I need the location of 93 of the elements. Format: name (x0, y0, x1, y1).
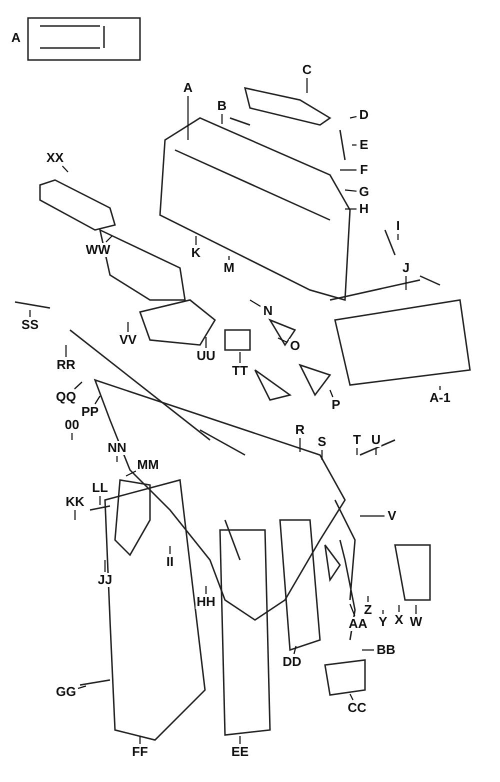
leader-line (94, 396, 100, 404)
callout-letter: PP (80, 405, 100, 419)
callout-letter: F (359, 163, 369, 177)
callout-letter: EE (230, 745, 250, 759)
leader-line (78, 685, 86, 689)
callout-letter: R (294, 423, 306, 437)
leader-line (340, 169, 356, 171)
leader-line (104, 560, 106, 572)
callout-letter: C (301, 63, 313, 77)
leader-line (169, 546, 171, 554)
leader-line (321, 450, 323, 460)
leader-line (139, 736, 141, 744)
callout-letter: VV (118, 333, 138, 347)
leader-line (362, 649, 374, 651)
leader-line (74, 510, 76, 520)
leader-line (239, 736, 241, 744)
leader-line (62, 166, 68, 172)
leader-line (329, 390, 334, 398)
callout-letter: I (395, 219, 401, 233)
leader-line (221, 114, 223, 124)
leader-line (293, 646, 297, 654)
callout-letter: W (408, 615, 424, 629)
leader-line (398, 605, 400, 612)
callout-letter: O (288, 339, 302, 353)
leader-line (439, 386, 441, 390)
leader-line (29, 310, 31, 317)
callout-letter: UU (196, 349, 216, 363)
callout-letter: KK (64, 495, 86, 509)
callout-letter: U (370, 433, 382, 447)
callout-letter: A (10, 31, 22, 45)
leader-line (415, 605, 417, 614)
callout-letter: P (330, 398, 342, 412)
callout-letter: A (182, 81, 194, 95)
callout-letter: H (358, 202, 370, 216)
callout-letter: M (222, 261, 236, 275)
callout-letter: D (358, 108, 370, 122)
leader-line (205, 586, 207, 594)
leader-line (106, 236, 112, 242)
leader-line (127, 322, 129, 332)
callout-letter: J (401, 261, 411, 275)
leader-line (74, 382, 82, 390)
callout-letter: SS (20, 318, 40, 332)
leader-line (344, 189, 357, 192)
callout-letter: V (386, 509, 398, 523)
leader-line (405, 276, 407, 290)
callout-letter: X (394, 613, 404, 627)
callout-letter: II (165, 555, 175, 569)
callout-letter: Z (363, 603, 373, 617)
callout-letter: BB (376, 643, 396, 657)
callout-letter: N (262, 304, 274, 318)
callout-letter: NN (106, 441, 128, 455)
leader-line (345, 208, 356, 210)
callout-letter: S (316, 435, 328, 449)
callout-letter: MM (136, 458, 160, 472)
leader-line (126, 470, 136, 477)
leader-line (352, 144, 356, 146)
leader-line (278, 337, 288, 344)
callout-letter: LL (91, 481, 109, 495)
callout-letter: E (358, 138, 370, 152)
callout-letter: XX (45, 151, 65, 165)
callout-letter: FF (131, 745, 149, 759)
leader-line (195, 236, 197, 245)
callout-letter: T (352, 433, 362, 447)
leader-line (360, 515, 384, 517)
callout-letter: RR (56, 358, 76, 372)
callout-letter: TT (231, 364, 249, 378)
callout-letter: DD (282, 655, 302, 669)
leader-line (367, 596, 369, 602)
leader-line (382, 610, 384, 614)
callout-letter: HH (196, 595, 216, 609)
leader-line (306, 78, 308, 93)
callout-letter: A-1 (428, 391, 452, 405)
callout-letter: QQ (54, 390, 78, 404)
leader-line (228, 256, 230, 260)
leader-line (349, 694, 354, 700)
callout-letter: Y (378, 615, 388, 629)
callout-letter: CC (346, 701, 368, 715)
callout-letter: GG (54, 685, 78, 699)
leader-line (299, 438, 301, 452)
leader-line (187, 96, 189, 140)
callout-letter: K (190, 246, 202, 260)
leader-line (349, 604, 356, 616)
leader-line (250, 299, 261, 307)
leader-line (239, 352, 241, 363)
leader-line (65, 345, 67, 357)
callout-letter: 00 (64, 418, 80, 432)
leader-line (205, 337, 207, 348)
callout-letter: B (216, 99, 228, 113)
callout-letter: AA (348, 617, 368, 631)
callout-letter: WW (84, 243, 112, 257)
callout-letter: G (358, 185, 370, 199)
callout-letter: JJ (96, 573, 114, 587)
leader-line (350, 116, 357, 119)
